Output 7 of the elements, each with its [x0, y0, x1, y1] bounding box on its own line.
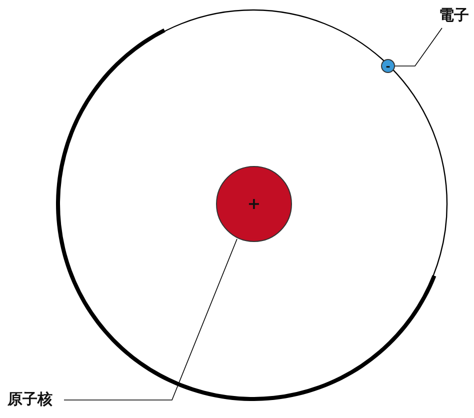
leader-line: [64, 238, 238, 400]
charge-sign: +: [247, 196, 261, 212]
electron-circle: [381, 59, 395, 73]
nucleus-label: 原子核: [8, 390, 52, 408]
leader-line: [394, 28, 442, 66]
charge-sign: -: [386, 60, 390, 72]
electron-label: 電子: [439, 6, 469, 24]
